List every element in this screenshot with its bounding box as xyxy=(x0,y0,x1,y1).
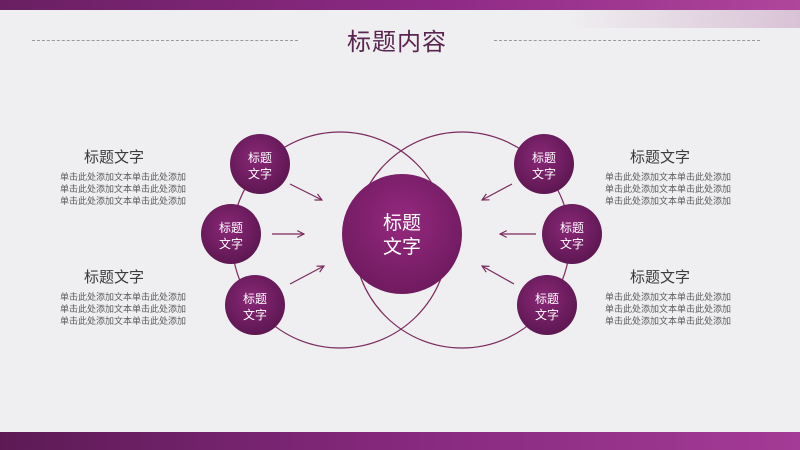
block-top-left-title: 标题文字 xyxy=(84,148,145,166)
node-line1: 标题 xyxy=(243,292,267,306)
block-bottom-left-title: 标题文字 xyxy=(84,268,145,286)
block-bottom-right-title: 标题文字 xyxy=(630,268,691,286)
center-node: 标题 文字 xyxy=(342,174,462,294)
arrow-bottom-right xyxy=(482,266,515,285)
block-line: 单击此处添加文本单击此处添加 xyxy=(60,197,187,207)
node-line1: 标题 xyxy=(532,151,556,165)
bottom-decor-band xyxy=(0,432,800,450)
block-line: 单击此处添加文本单击此处添加 xyxy=(605,173,732,183)
top-decor-band xyxy=(0,0,800,10)
block-top-right-body: 单击此处添加文本单击此处添加 单击此处添加文本单击此处添加 单击此处添加文本单击… xyxy=(605,172,765,208)
node-line2: 文字 xyxy=(535,307,559,322)
top-corner-decor xyxy=(570,10,800,28)
block-line: 单击此处添加文本单击此处添加 xyxy=(60,185,187,195)
center-node-line1: 标题 xyxy=(383,212,421,234)
node-top-right: 标题 文字 xyxy=(514,134,574,194)
node-line2: 文字 xyxy=(243,307,267,322)
node-line1: 标题 xyxy=(219,221,243,235)
block-line: 单击此处添加文本单击此处添加 xyxy=(60,305,187,315)
block-bottom-right-body: 单击此处添加文本单击此处添加 单击此处添加文本单击此处添加 单击此处添加文本单击… xyxy=(605,292,765,328)
arrow-top-left xyxy=(289,183,322,200)
block-bottom-left-body: 单击此处添加文本单击此处添加 单击此处添加文本单击此处添加 单击此处添加文本单击… xyxy=(60,292,220,328)
block-line: 单击此处添加文本单击此处添加 xyxy=(605,185,732,195)
block-line: 单击此处添加文本单击此处添加 xyxy=(605,317,732,327)
block-line: 单击此处添加文本单击此处添加 xyxy=(605,197,732,207)
block-line: 单击此处添加文本单击此处添加 xyxy=(60,173,187,183)
node-line1: 标题 xyxy=(560,221,584,235)
node-top-left: 标题 文字 xyxy=(230,134,290,194)
node-line2: 文字 xyxy=(248,166,272,181)
title-divider-left xyxy=(32,40,298,41)
title-divider-right xyxy=(494,40,760,41)
block-line: 单击此处添加文本单击此处添加 xyxy=(605,293,732,303)
node-line2: 文字 xyxy=(532,166,556,181)
node-mid-right: 标题 文字 xyxy=(542,204,602,264)
node-line1: 标题 xyxy=(248,151,272,165)
node-line1: 标题 xyxy=(535,292,559,306)
arrow-bottom-left xyxy=(289,266,324,285)
block-top-right-title: 标题文字 xyxy=(630,148,691,166)
block-line: 单击此处添加文本单击此处添加 xyxy=(60,317,187,327)
block-line: 单击此处添加文本单击此处添加 xyxy=(605,305,732,315)
block-top-left-body: 单击此处添加文本单击此处添加 单击此处添加文本单击此处添加 单击此处添加文本单击… xyxy=(60,172,220,208)
node-mid-left: 标题 文字 xyxy=(201,204,261,264)
block-line: 单击此处添加文本单击此处添加 xyxy=(60,293,187,303)
node-line2: 文字 xyxy=(560,236,584,251)
arrow-top-right xyxy=(482,183,513,200)
center-node-line2: 文字 xyxy=(383,236,421,258)
page-title: 标题内容 xyxy=(347,28,447,56)
node-line2: 文字 xyxy=(219,236,243,251)
node-bottom-left: 标题 文字 xyxy=(225,275,285,335)
node-bottom-right: 标题 文字 xyxy=(517,275,577,335)
